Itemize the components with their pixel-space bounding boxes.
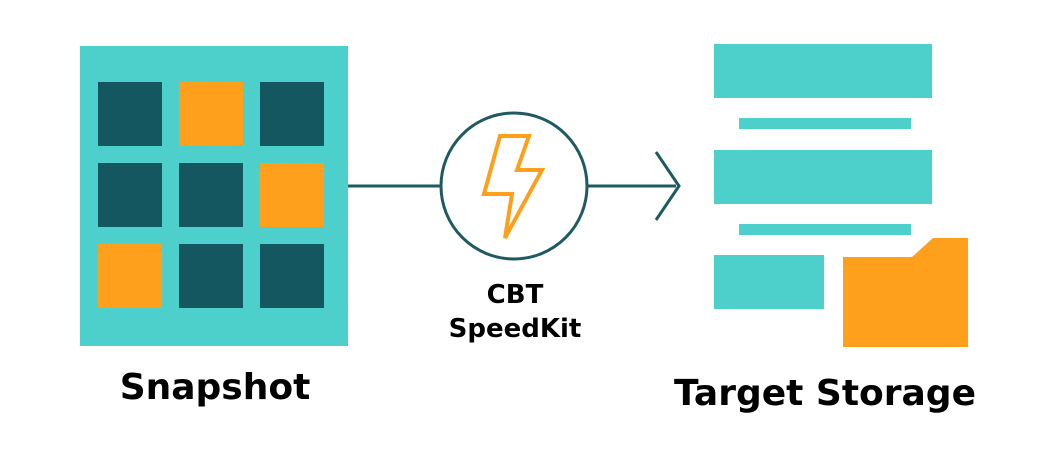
storage-bar	[714, 150, 932, 204]
snapshot-cell-orange	[179, 82, 243, 146]
snapshot-cell-dark	[260, 82, 324, 146]
tool-label: CBT SpeedKit	[420, 278, 610, 346]
arrow-head-icon	[654, 151, 681, 221]
storage-block	[714, 44, 968, 347]
tool-name-line-2: SpeedKit	[448, 314, 582, 344]
folder-icon	[843, 238, 968, 347]
tool-name-line-1: CBT	[486, 280, 544, 310]
snapshot-cell-dark	[98, 163, 162, 227]
storage-bar	[714, 44, 932, 98]
storage-bar	[739, 224, 911, 235]
snapshot-cell-orange	[98, 244, 162, 308]
snapshot-cell-orange	[260, 163, 324, 227]
storage-label: Target Storage	[674, 373, 976, 414]
snapshot-cell-dark	[260, 244, 324, 308]
snapshot-grid	[98, 82, 324, 308]
snapshot-label: Snapshot	[119, 367, 311, 408]
snapshot-cell-dark	[179, 163, 243, 227]
lightning-bolt-icon	[481, 134, 546, 239]
storage-bar	[714, 255, 824, 309]
snapshot-block	[80, 46, 348, 346]
storage-bar	[739, 118, 911, 129]
snapshot-cell-dark	[179, 244, 243, 308]
snapshot-cell-dark	[98, 82, 162, 146]
